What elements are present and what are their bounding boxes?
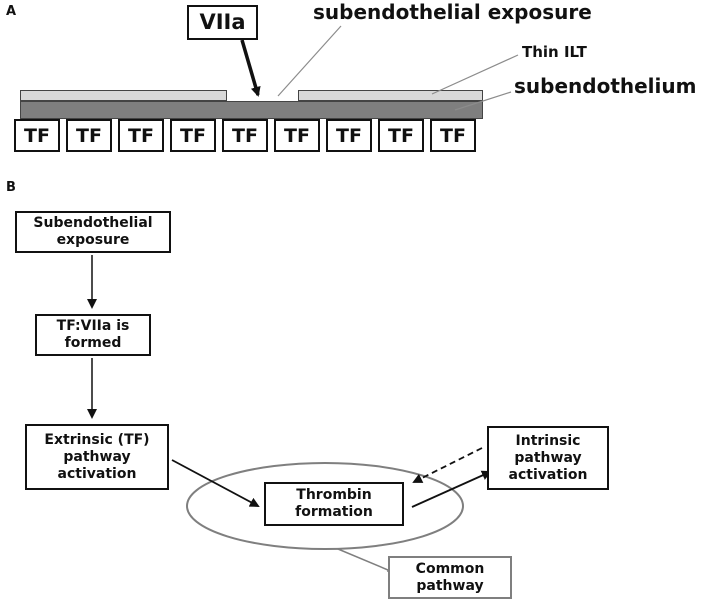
panel-b-label: B — [6, 180, 16, 195]
tf-cell: TF — [222, 119, 268, 152]
tf-cell: TF — [326, 119, 372, 152]
tf-cell: TF — [118, 119, 164, 152]
panel-a-label: A — [6, 4, 17, 19]
tf-cell: TF — [14, 119, 60, 152]
tf-cell: TF — [378, 119, 424, 152]
common-pathway-box: Common pathway — [388, 556, 512, 599]
exposure-leader-line — [277, 25, 342, 97]
arrow-intrinsic-to-thrombin — [412, 447, 483, 483]
subendothelium-label: subendothelium — [514, 74, 697, 98]
tf-cell: TF — [430, 119, 476, 152]
tf-cell: TF — [170, 119, 216, 152]
common-pathway-ellipse — [186, 462, 464, 550]
viia-box: VIIa — [187, 5, 258, 40]
arrow-thrombin-to-intrinsic — [411, 470, 492, 508]
subendothelial-exposure-box: Subendothelial exposure — [15, 211, 171, 253]
subendothelium-layer — [20, 101, 483, 119]
viia-arrow — [240, 39, 261, 97]
thin-ilt-left — [20, 90, 227, 101]
subendothelium-leader-line — [454, 91, 512, 111]
intrinsic-pathway-box: Intrinsic pathway activation — [487, 426, 609, 490]
ilt-leader-line — [431, 54, 519, 95]
tf-viia-formed-box: TF:VIIa is formed — [35, 314, 151, 356]
thin-ilt-right — [298, 90, 483, 101]
tf-cell: TF — [66, 119, 112, 152]
tf-cell: TF — [274, 119, 320, 152]
thin-ilt-label: Thin ILT — [522, 43, 587, 61]
extrinsic-pathway-box: Extrinsic (TF) pathway activation — [25, 424, 169, 490]
arrow-extrinsic-to-thrombin — [171, 459, 260, 507]
subendothelial-exposure-label: subendothelial exposure — [313, 0, 592, 24]
common-pathway-connector — [337, 548, 389, 572]
thrombin-formation-box: Thrombin formation — [264, 482, 404, 526]
